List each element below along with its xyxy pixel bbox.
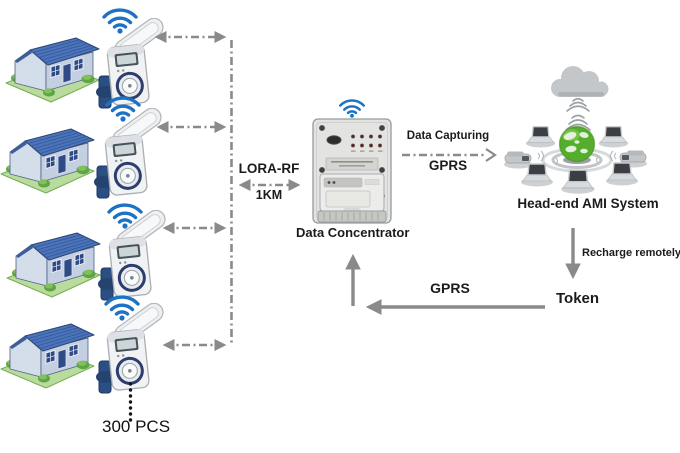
house-icon bbox=[5, 37, 100, 103]
water-meter-icon bbox=[94, 18, 169, 110]
data-capturing-arrow bbox=[402, 148, 497, 162]
house-icon bbox=[0, 128, 95, 194]
laptop-icon bbox=[598, 126, 629, 148]
token-label: Token bbox=[556, 290, 600, 307]
data-capturing-label: Data Capturing bbox=[406, 130, 490, 142]
water-meter-icon bbox=[92, 108, 167, 200]
recharge-label: Recharge remotely bbox=[582, 247, 680, 259]
signal-ripples bbox=[565, 97, 591, 131]
laptop-icon bbox=[560, 169, 596, 195]
headend-system-illustration bbox=[503, 66, 648, 195]
concentrator-label: Data Concentrator bbox=[296, 225, 410, 240]
wifi-icon bbox=[338, 99, 366, 118]
meters-count-label: 300 PCS bbox=[102, 417, 171, 436]
ellipsis-dots bbox=[128, 382, 133, 422]
globe-icon bbox=[558, 125, 596, 163]
wifi-icon bbox=[102, 8, 138, 34]
lora-link-arrows bbox=[154, 31, 227, 351]
data-concentrator-icon bbox=[312, 118, 392, 224]
laptop-icon bbox=[525, 126, 556, 148]
water-meter-icon bbox=[96, 210, 171, 302]
gprs-uplink-label: GPRS bbox=[428, 158, 468, 173]
house-icon bbox=[6, 232, 101, 298]
gprs-return-label: GPRS bbox=[430, 280, 470, 296]
house-icon bbox=[0, 323, 95, 389]
lora-rf-label: LORA-RF bbox=[238, 161, 300, 176]
device-signal-marks bbox=[537, 150, 617, 165]
cloud-icon bbox=[551, 66, 609, 97]
headend-system-label: Head-end AMI System bbox=[517, 196, 659, 211]
water-meter-icon bbox=[94, 303, 169, 395]
token-return-arrow bbox=[345, 253, 545, 315]
phone-icon bbox=[503, 151, 533, 169]
lora-distance-label: 1KM bbox=[255, 188, 283, 202]
